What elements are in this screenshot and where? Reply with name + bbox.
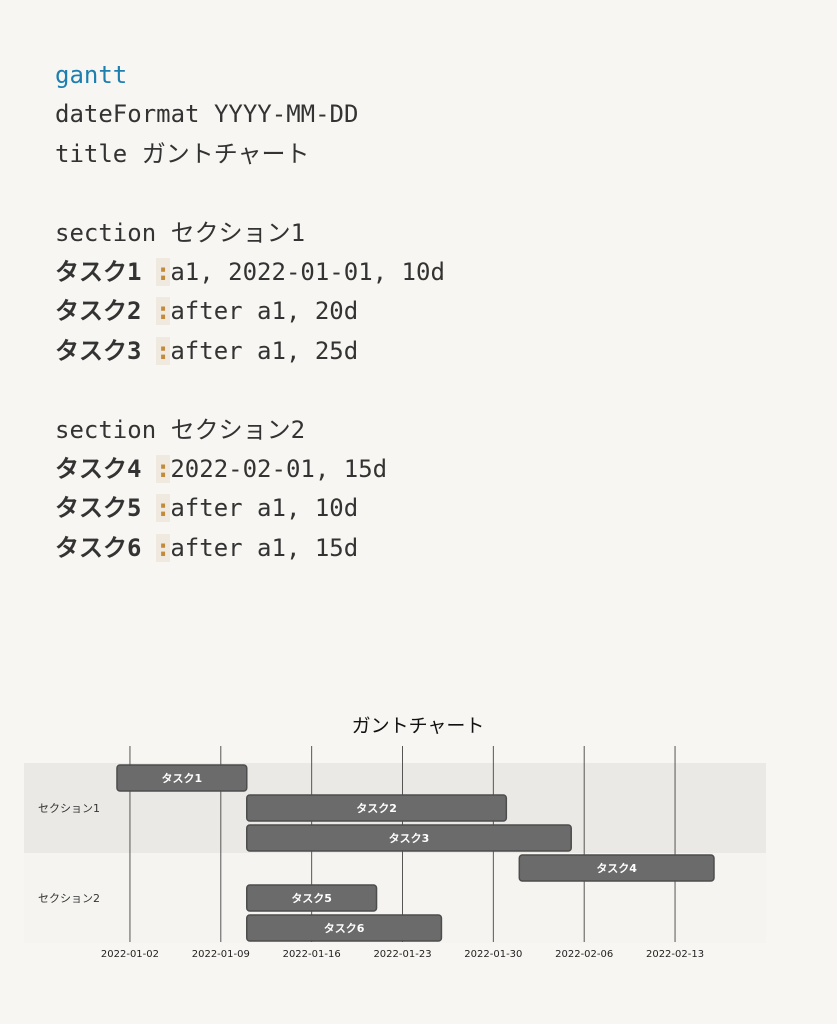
- task-label: タスク4: [596, 862, 637, 875]
- task-label: タスク2: [356, 802, 397, 815]
- tick-label: 2022-01-02: [101, 949, 159, 960]
- task-bar: [518, 854, 715, 882]
- code-task-line: タスク4 :2022-02-01, 15d: [55, 450, 445, 489]
- code-task-name: タスク6: [55, 533, 142, 562]
- tick-label: 2022-01-30: [464, 949, 522, 960]
- tick-label: 2022-01-09: [192, 949, 250, 960]
- code-blank-line: [55, 174, 445, 213]
- task-bar: [246, 914, 443, 942]
- code-task-name: タスク2: [55, 297, 142, 326]
- code-colon: :: [155, 454, 171, 483]
- code-task-name: タスク1: [55, 257, 142, 286]
- chart-title: ガントチャート: [352, 715, 485, 737]
- task-bar: [116, 764, 248, 792]
- code-task-line: タスク6 :after a1, 15d: [55, 529, 445, 568]
- tick-label: 2022-02-13: [646, 949, 704, 960]
- code-task-name: タスク3: [55, 336, 142, 365]
- task-label: タスク6: [324, 922, 365, 935]
- code-task-name: タスク4: [55, 454, 142, 483]
- code-keyword-line: gantt: [55, 61, 128, 89]
- tick-label: 2022-01-16: [283, 949, 341, 960]
- code-task-line: タスク5 :after a1, 10d: [55, 489, 445, 528]
- code-task-line: タスク3 :after a1, 25d: [55, 332, 445, 371]
- task-bar: [246, 824, 572, 852]
- code-task-spec: 2022-02-01, 15d: [170, 454, 388, 483]
- code-task-spec: after a1, 15d: [170, 533, 359, 562]
- code-task-line: タスク2 :after a1, 20d: [55, 292, 445, 331]
- code-task-spec: after a1, 25d: [170, 336, 359, 365]
- code-colon: :: [155, 297, 171, 326]
- mermaid-code-block: gantt dateFormat YYYY-MM-DD title ガントチャート s…: [55, 56, 445, 568]
- task-bar: [246, 794, 508, 822]
- tick-label: 2022-01-23: [373, 949, 431, 960]
- tick-label: 2022-02-06: [555, 949, 613, 960]
- section-label: セクション1: [38, 802, 100, 815]
- code-blank-line: [55, 371, 445, 410]
- code-colon: :: [155, 336, 171, 365]
- code-title-line: title ガントチャート: [55, 139, 310, 168]
- code-colon: :: [155, 494, 171, 523]
- gantt-chart: セクション1 セクション2 タスク1 タスク2 タスク3 タスク4 タスク5 タスク6 2022…: [24, 715, 766, 960]
- code-task-spec: a1, 2022-01-01, 10d: [170, 257, 445, 286]
- code-section-line: section セクション1: [55, 218, 306, 247]
- task-bar: [246, 884, 378, 912]
- code-task-line: タスク1 :a1, 2022-01-01, 10d: [55, 253, 445, 292]
- code-colon: :: [155, 257, 171, 286]
- code-task-name: タスク5: [55, 494, 142, 523]
- code-task-spec: after a1, 20d: [170, 297, 359, 326]
- code-task-spec: after a1, 10d: [170, 494, 359, 523]
- code-colon: :: [155, 533, 171, 562]
- task-label: タスク5: [291, 892, 332, 905]
- task-label: タスク3: [389, 832, 430, 845]
- task-label: タスク1: [162, 772, 203, 785]
- section-label: セクション2: [38, 892, 100, 905]
- code-dateformat-line: dateFormat YYYY-MM-DD: [55, 100, 359, 129]
- code-section-line: section セクション2: [55, 415, 306, 444]
